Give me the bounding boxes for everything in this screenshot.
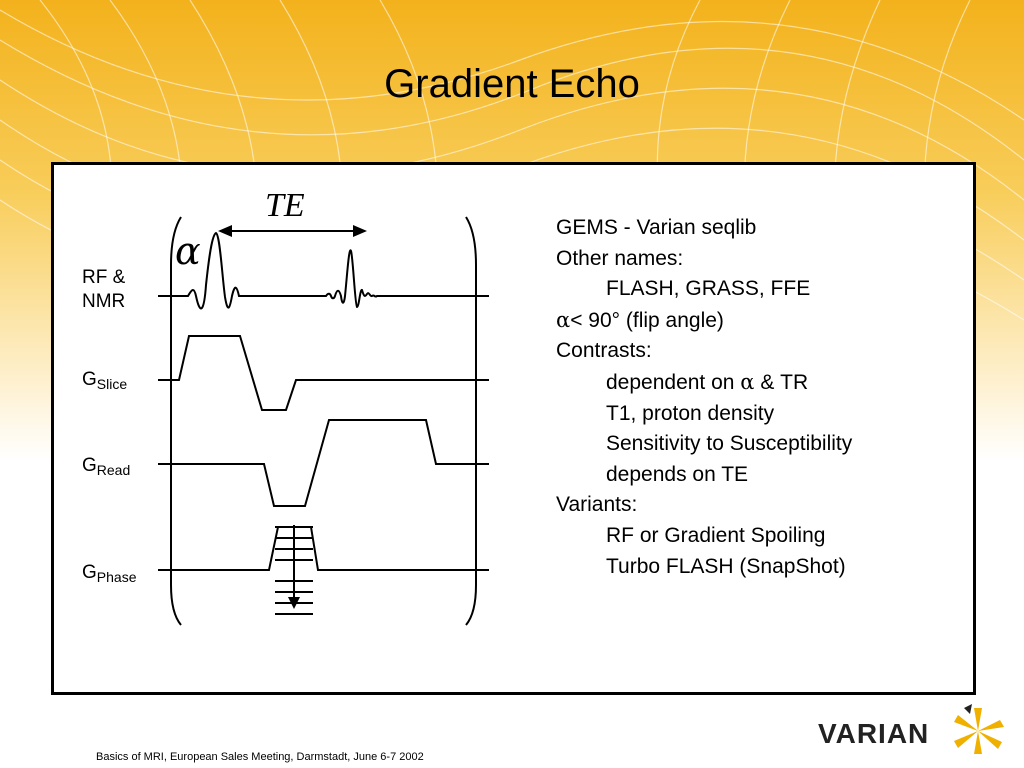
slide-title: Gradient Echo <box>384 62 640 106</box>
info-line: depends on TE <box>606 462 749 486</box>
content-box: TE α RF & NMR GSlice GRead GPhase GEMS -… <box>51 162 976 695</box>
phase-arrow-head <box>288 597 300 609</box>
pulse-sequence-diagram <box>158 216 489 626</box>
info-line: Sensitivity to Susceptibility <box>606 432 853 456</box>
info-line: T1, proton density <box>606 401 775 425</box>
gslice-label-main: G <box>82 369 97 390</box>
gslice-label: GSlice <box>82 368 127 396</box>
info-line: RF or Gradient Spoiling <box>606 523 826 547</box>
info-line: Contrasts: <box>556 339 652 363</box>
rf-nmr-label: RF & NMR <box>82 266 125 314</box>
gphase-label: GPhase <box>82 561 136 589</box>
tr-text: & TR <box>754 370 809 394</box>
varian-logo: VARIAN <box>818 702 1008 760</box>
te-arrow-head-right <box>353 225 367 237</box>
info-line: FLASH, GRASS, FFE <box>606 277 811 301</box>
te-arrow-head-left <box>218 225 232 237</box>
flip-angle-text: < 90° (flip angle) <box>570 308 724 332</box>
info-line: Variants: <box>556 493 638 517</box>
gread-label-sub: Read <box>96 462 131 478</box>
left-bracket <box>170 216 182 626</box>
info-text: GEMS - Varian seqlib Other names: FLASH,… <box>556 213 956 582</box>
rf-label: RF & <box>82 267 126 288</box>
info-line: Other names: <box>556 246 684 270</box>
info-line-dependent: dependent on α & TR <box>556 367 956 399</box>
gphase-label-main: G <box>82 562 97 583</box>
gslice-label-sub: Slice <box>96 376 128 392</box>
te-label: TE <box>265 187 305 224</box>
alpha-label: α <box>175 229 201 273</box>
gread-label: GRead <box>82 454 130 482</box>
alpha-symbol: α <box>556 307 571 332</box>
dependent-text: dependent on <box>606 370 741 394</box>
gphase-waveform <box>158 526 489 571</box>
nmr-label: NMR <box>82 291 126 312</box>
info-line: GEMS - Varian seqlib <box>556 216 757 239</box>
info-line: Turbo FLASH (SnapShot) <box>606 554 846 578</box>
info-line-flip-angle: α< 90° (flip angle) <box>556 305 956 337</box>
gslice-waveform <box>158 335 489 411</box>
logo-text: VARIAN <box>818 718 930 749</box>
gread-waveform <box>158 419 489 507</box>
gread-label-main: G <box>82 455 97 476</box>
right-bracket <box>465 216 477 626</box>
gphase-label-sub: Phase <box>96 569 137 585</box>
footer-text: Basics of MRI, European Sales Meeting, D… <box>96 751 424 763</box>
rf-waveform <box>158 231 489 310</box>
starburst-icon <box>954 704 1004 754</box>
alpha-symbol: α <box>740 369 755 394</box>
